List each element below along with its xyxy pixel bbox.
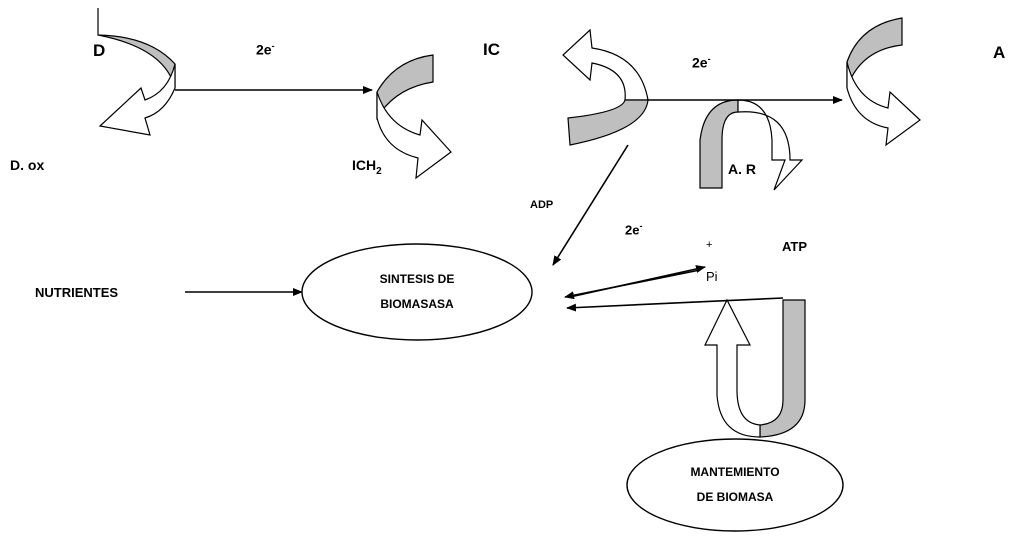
- label-2e-second: 2e-: [692, 55, 711, 70]
- label-atp: ATP: [782, 240, 807, 253]
- label-2e-first: 2e-: [256, 42, 275, 57]
- curved-arrow-ich2: [377, 55, 451, 178]
- node-sintesis-text: SINTESIS DE BIOMASASA: [347, 267, 487, 317]
- curved-arrow-ich2-head: [377, 92, 451, 178]
- label-plus: +: [706, 240, 712, 251]
- arrow-pi-to-sintesis: [565, 270, 700, 297]
- node-mantenimiento-line2: DE BIOMASA: [665, 485, 805, 510]
- loop-arrow-maintenance-band: [760, 300, 805, 437]
- curved-arrow-donor: [98, 8, 175, 135]
- label-d-ox: D. ox: [10, 158, 44, 172]
- curved-arrow-ich2-band: [377, 55, 433, 118]
- label-d: D: [93, 42, 105, 59]
- label-2e-second-minus: -: [708, 54, 711, 64]
- curved-arrow-a: [847, 18, 920, 145]
- label-adp: ADP: [530, 200, 553, 211]
- node-sintesis-line1: SINTESIS DE: [347, 267, 487, 292]
- label-pi: Pi: [706, 270, 718, 283]
- node-mantenimiento-text: MANTEMIENTO DE BIOMASA: [665, 460, 805, 510]
- label-2e-first-text: 2e: [256, 42, 272, 58]
- label-2e-third-minus: -: [639, 221, 642, 231]
- label-2e-second-text: 2e: [692, 55, 708, 71]
- label-nutrientes: NUTRIENTES: [35, 286, 118, 299]
- loop-arrow-maintenance: [705, 300, 805, 437]
- label-ic: IC: [483, 41, 500, 58]
- node-sintesis-line2: BIOMASASA: [347, 292, 487, 317]
- curved-arrow-a-head: [847, 62, 920, 145]
- arrow-maintenance-to-sintesis: [567, 298, 783, 308]
- loop-arrow-maintenance-head: [705, 300, 760, 437]
- curved-arrow-ic-head: [563, 30, 648, 100]
- label-ich2-sub: 2: [376, 166, 382, 177]
- arrow-ic-to-sintesis: [553, 145, 628, 265]
- label-2e-first-minus: -: [272, 41, 275, 51]
- curved-arrow-ic: [563, 30, 648, 145]
- label-ich2: ICH2: [352, 158, 382, 177]
- curved-arrow-donor-head: [100, 64, 175, 135]
- node-mantenimiento-line1: MANTEMIENTO: [665, 460, 805, 485]
- label-2e-third-text: 2e: [625, 222, 639, 237]
- curved-arrow-ic-band: [568, 100, 648, 145]
- curved-arrow-a-band: [847, 18, 902, 88]
- label-a: A: [993, 44, 1005, 61]
- label-ich2-text: ICH: [352, 157, 376, 173]
- label-2e-third: 2e-: [625, 222, 642, 236]
- label-a-r: A. R: [728, 162, 756, 176]
- curved-arrow-donor-band: [98, 8, 175, 88]
